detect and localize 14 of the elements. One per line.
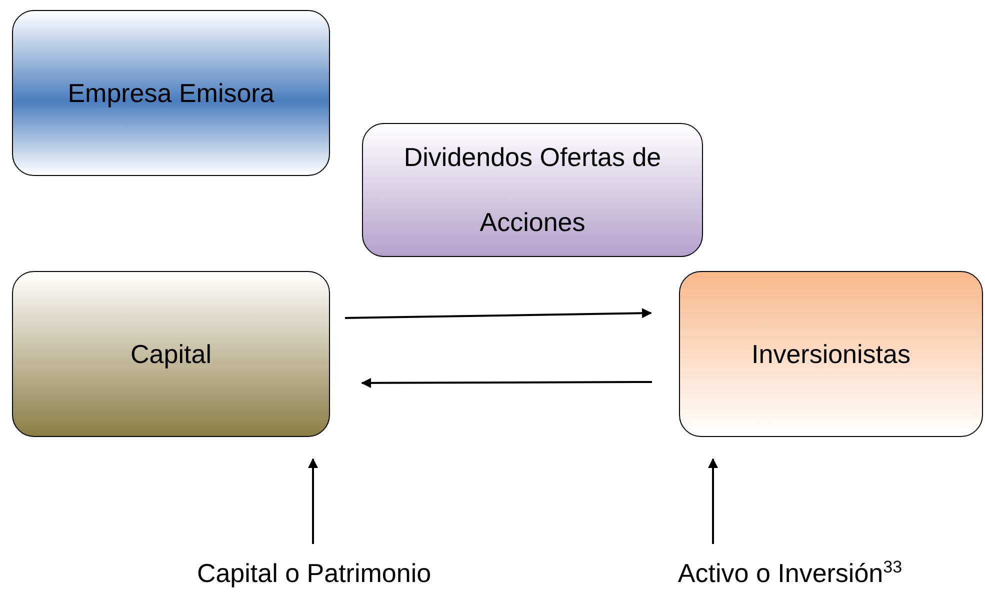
node-label: Dividendos Ofertas de Acciones [402, 141, 662, 239]
rounded-box [679, 271, 983, 437]
source-label: Activo o Inversión$^{33}$ [610, 558, 970, 589]
arrow [344, 308, 652, 319]
arrow [361, 378, 652, 388]
node-label: Inversionistas [750, 338, 912, 370]
node-label: Capital [130, 338, 212, 370]
arrow [308, 458, 318, 544]
source-label: Capital o Patrimonio [134, 558, 494, 589]
node-label: Empresa Emisora [66, 76, 276, 110]
rounded-box [362, 123, 703, 257]
rounded-box [12, 10, 330, 176]
rounded-box [12, 271, 330, 437]
arrow [708, 458, 718, 544]
